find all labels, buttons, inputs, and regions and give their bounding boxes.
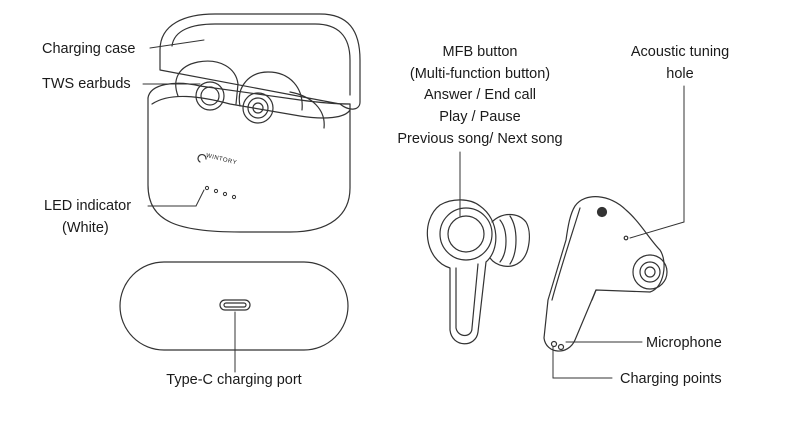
open-charging-case: [147, 13, 361, 233]
label-led-indicator: LED indicator: [44, 198, 132, 214]
label-type-c-port: Type-C charging port: [166, 372, 302, 388]
usb-c-port: [219, 299, 251, 311]
case-body: [147, 97, 351, 233]
leader-lines: [142, 39, 685, 379]
label-mfb-title: MFB button: [442, 44, 518, 60]
label-mfb-func-1: Answer / End call: [423, 87, 537, 103]
label-tws-earbuds: TWS earbuds: [42, 76, 131, 92]
case-earbud-right: [238, 71, 325, 129]
label-acoustic-2: hole: [666, 66, 694, 82]
label-mfb-func-2: Play / Pause: [439, 109, 521, 125]
label-acoustic-1: Acoustic tuning: [630, 44, 730, 60]
earbud-back-view: [543, 196, 668, 352]
label-charging-points: Charging points: [620, 371, 722, 387]
led-dots: [204, 185, 237, 200]
label-mfb-subtitle: (Multi-function button): [409, 66, 551, 82]
label-led-color: (White): [62, 220, 109, 236]
closed-charging-case: [119, 261, 349, 351]
label-mfb-func-3: Previous song/ Next song: [397, 131, 563, 147]
case-lid: [159, 13, 361, 110]
label-microphone: Microphone: [646, 335, 722, 351]
mfb-button-shape: [447, 215, 485, 253]
case-earbud-left: [175, 60, 239, 111]
label-charging-case: Charging case: [42, 41, 136, 57]
earbud-front-view: [426, 199, 530, 345]
